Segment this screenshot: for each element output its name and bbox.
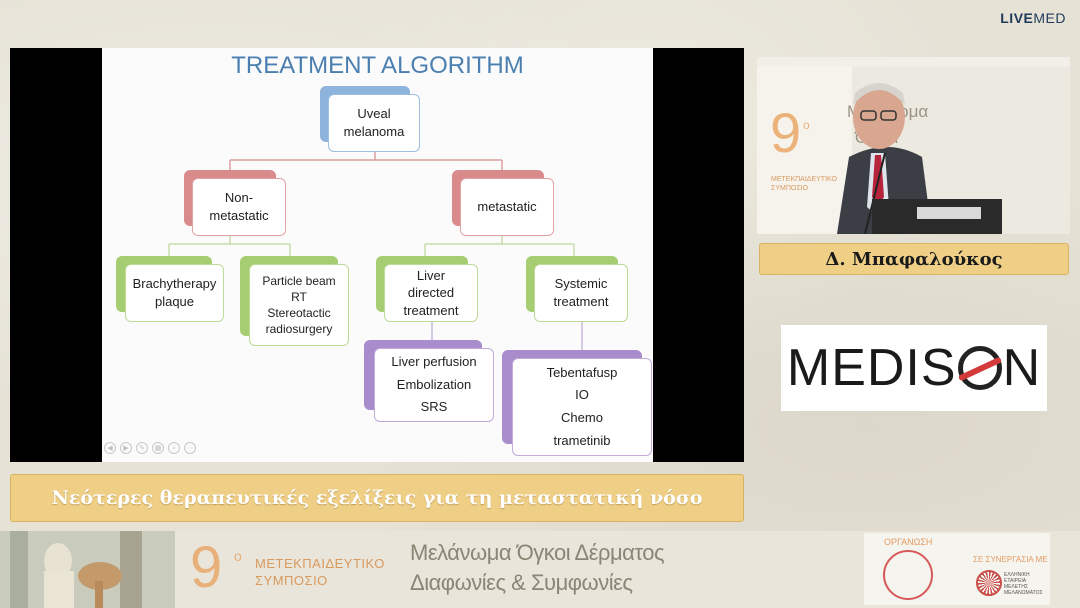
organizer-logo-icon: [883, 550, 933, 600]
svg-text:ο: ο: [803, 118, 810, 132]
svg-text:ΣΥΜΠΟΣΙΟ: ΣΥΜΠΟΣΙΟ: [771, 185, 809, 192]
node-tebentafusp: Tebentafusp IO Chemo trametinib: [502, 350, 652, 456]
slide-title: TREATMENT ALGORITHM: [231, 52, 524, 79]
prev-slide-icon[interactable]: ◀: [104, 442, 116, 454]
connector-lines: [168, 152, 583, 354]
organizer-label: ΟΡΓΑΝΩΣΗ: [884, 537, 933, 547]
banner-symposium-line1: ΜΕΤΕΚΠΑΙΔΕΥΤΙΚΟ: [255, 556, 385, 571]
pen-icon[interactable]: ✎: [136, 442, 148, 454]
next-slide-icon[interactable]: ▶: [120, 442, 132, 454]
cooperation-logo-icon: [976, 570, 1002, 596]
node-particle-beam: Particle beam RT Stereotactic radiosurge…: [240, 256, 350, 346]
cooperation-label: ΣΕ ΣΥΝΕΡΓΑΣΙΑ ΜΕ: [973, 555, 1048, 564]
cooperation-org-name: ΕΛΛΗΝΙΚΗ ΕΤΑΙΡΕΙΑ ΜΕΛΕΤΗΣ ΜΕΛΑΝΩΜΑΤΟΣ: [1004, 572, 1043, 596]
node-non-metastatic: Non- metastatic: [184, 170, 288, 236]
banner-symposium-line2: ΣΥΜΠΟΣΙΟ: [255, 573, 328, 588]
lecture-title-bar: Νεότερες θεραπευτικές εξελίξεις για τη μ…: [10, 474, 744, 522]
more-icon[interactable]: ⋯: [184, 442, 196, 454]
node-metastatic: metastatic: [452, 170, 556, 236]
slide-controls[interactable]: ◀ ▶ ✎ ▦ ⌕ ⋯: [104, 442, 196, 454]
speaker-video-image: 9 ο ΜΕΤΕΚΠΑΙΔΕΥΤΙΚΟ ΣΥΜΠΟΣΙΟ Μελάνωμα Όγ…: [757, 57, 1070, 234]
speaker-video: 9 ο ΜΕΤΕΚΠΑΙΔΕΥΤΙΚΟ ΣΥΜΠΟΣΙΟ Μελάνωμα Όγ…: [757, 57, 1070, 234]
node-brachytherapy: Brachytherapy plaque: [116, 256, 224, 322]
speaker-name-bar: Δ. Μπαφαλούκος: [759, 243, 1069, 275]
svg-text:ΜΕΤΕΚΠΑΙΔΕΥΤΙΚΟ: ΜΕΤΕΚΠΑΙΔΕΥΤΙΚΟ: [771, 176, 837, 183]
node-liver-perfusion: Liver perfusion Embolization SRS: [364, 340, 494, 422]
banner-number: 9: [190, 535, 223, 600]
node-systemic-treatment: Systemic treatment: [526, 256, 630, 322]
banner-topic-line2: Διαφωνίες & Συμφωνίες: [410, 570, 633, 595]
zoom-icon[interactable]: ⌕: [168, 442, 180, 454]
node-uveal-melanoma: Uveal melanoma: [320, 86, 422, 152]
grid-icon[interactable]: ▦: [152, 442, 164, 454]
presentation-slide: TREATMENT ALGORITHM Uveal melanoma: [102, 48, 653, 462]
livemed-logo: LIVEMED: [1000, 10, 1066, 26]
banner-degree: ο: [234, 548, 242, 564]
banner-topic-line1: Μελάνωμα Όγκοι Δέρματος: [410, 540, 665, 565]
banner-photo: [0, 531, 175, 608]
svg-text:9: 9: [770, 101, 801, 164]
node-liver-directed: Liver directed treatment: [376, 256, 480, 322]
